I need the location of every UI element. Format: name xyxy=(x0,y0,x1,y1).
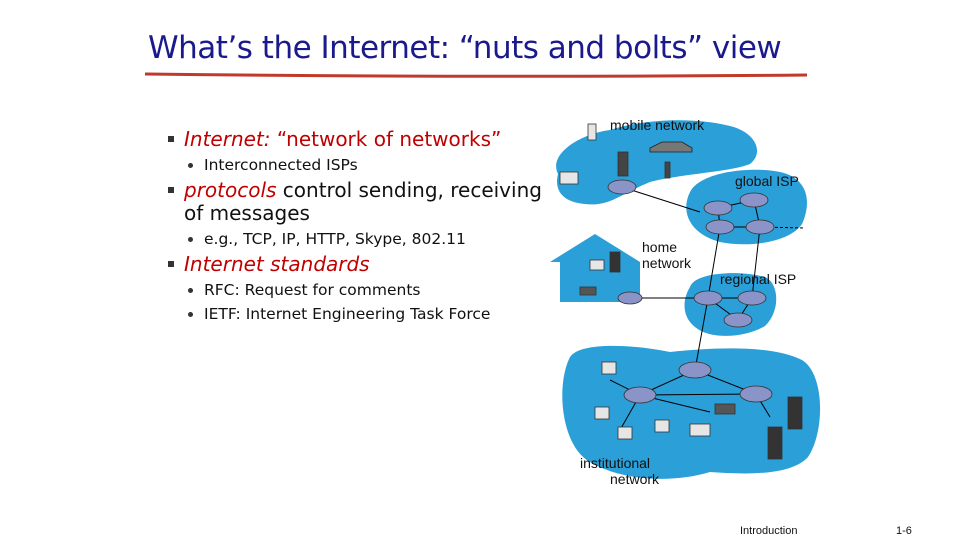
title-underline xyxy=(145,72,807,78)
slide-title: What’s the Internet: “nuts and bolts” vi… xyxy=(148,30,782,66)
label-regional-isp: regional ISP xyxy=(720,271,796,287)
bullet-text: Internet: xyxy=(184,127,277,151)
sub-bullet-text: RFC: Request for comments xyxy=(204,281,421,299)
network-diagram: mobile network global ISP home network r… xyxy=(550,117,821,487)
label-mobile-network: mobile network xyxy=(610,117,705,133)
label-institutional-network-line1: institutional xyxy=(580,455,650,471)
institutional-network-cloud xyxy=(562,345,821,479)
sub-bullet-item: RFC: Request for comments xyxy=(168,280,548,301)
router-icons xyxy=(607,179,775,404)
square-bullet-icon xyxy=(168,136,174,142)
square-bullet-icon xyxy=(168,187,174,193)
footer-section: Introduction xyxy=(740,525,798,537)
round-bullet-icon xyxy=(188,288,193,293)
bullet-text: Internet standards xyxy=(184,252,370,276)
round-bullet-icon xyxy=(188,312,193,317)
car-icon xyxy=(649,141,693,153)
bullet-text: protocols xyxy=(184,178,277,202)
label-global-isp: global ISP xyxy=(735,173,799,189)
sub-bullet-item: IETF: Internet Engineering Task Force xyxy=(168,304,548,325)
sub-bullet-text: Interconnected ISPs xyxy=(204,156,358,174)
sub-bullet-text: e.g., TCP, IP, HTTP, Skype, 802.11 xyxy=(204,230,466,248)
sub-bullet-text: IETF: Internet Engineering Task Force xyxy=(204,305,491,323)
mobile-network-cloud xyxy=(556,120,758,205)
bullet-item: Internet standards xyxy=(168,253,548,276)
sub-bullet-item: Interconnected ISPs xyxy=(168,155,548,176)
footer-page-number: 1-6 xyxy=(896,525,912,537)
round-bullet-icon xyxy=(188,163,193,168)
bullet-item: protocols control sending, receiving of … xyxy=(168,179,548,225)
label-home-network-line1: home xyxy=(642,239,677,255)
bullet-list: Internet: “network of networks” Interconn… xyxy=(168,128,548,328)
bullet-text: “network of networks” xyxy=(276,127,502,151)
bullet-item: Internet: “network of networks” xyxy=(168,128,548,151)
round-bullet-icon xyxy=(188,237,193,242)
square-bullet-icon xyxy=(168,261,174,267)
label-home-network-line2: network xyxy=(642,255,692,271)
label-institutional-network-line2: network xyxy=(610,471,660,487)
sub-bullet-item: e.g., TCP, IP, HTTP, Skype, 802.11 xyxy=(168,229,548,250)
device-icons xyxy=(559,123,803,460)
bullet-text: control sending, receiving of messages xyxy=(184,178,542,225)
